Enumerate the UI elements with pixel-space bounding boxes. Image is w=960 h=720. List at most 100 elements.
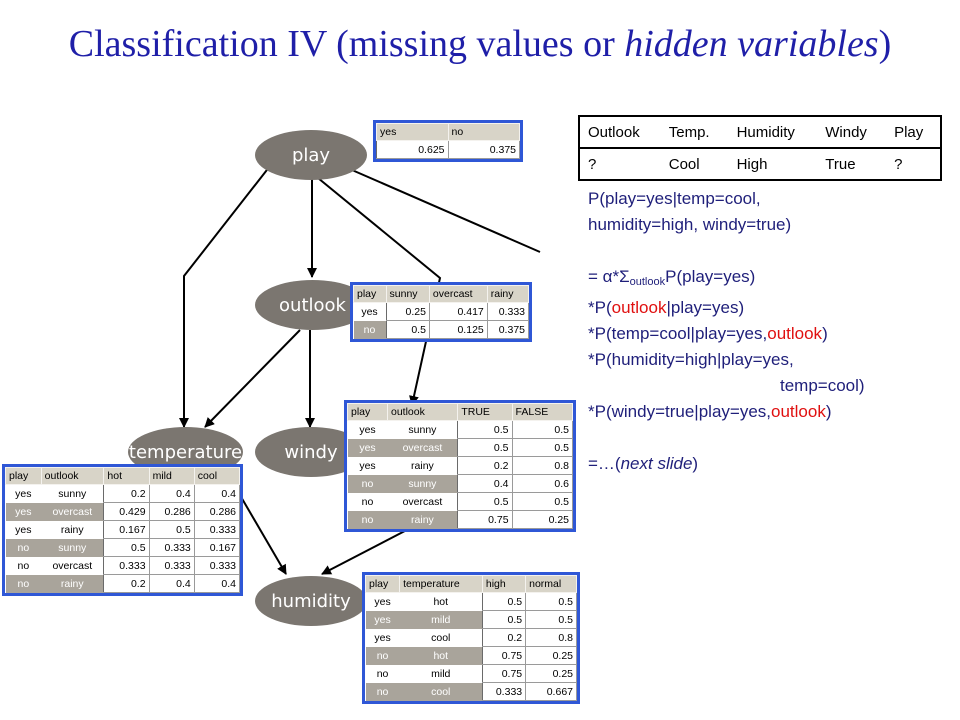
sigma-symbol: Σ [619,267,630,286]
table-row: 0.625 0.375 [376,140,520,159]
cpt-header: yes [376,123,449,141]
cpt-key: yes [365,610,400,629]
cpt-cell: 0.25 [385,302,430,321]
cpt-header: FALSE [511,403,574,421]
formula-text: *P( [588,298,612,317]
cpt-cell: 0.333 [193,520,241,539]
formula-text: =…( [588,454,621,473]
cpt-outlook: play sunny overcast rainy yes 0.25 0.417… [350,282,532,342]
table-row: yes 0.25 0.417 0.333 [354,302,530,321]
node-play: play [255,130,367,180]
cpt-cell: 0.333 [193,556,241,575]
formula-line: *P(windy=true|play=yes,outlook) [588,399,865,425]
cpt-cell: 0.375 [447,140,520,159]
cpt-key: yes [361,305,378,318]
cpt-key: overcast [41,502,104,521]
formula-text: *P(windy=true|play=yes, [588,402,772,421]
cpt-cell: 0.5 [481,610,527,629]
cpt-header: high [481,575,527,593]
cpt-cell: 0.5 [457,492,513,511]
cpt-header: normal [525,575,577,593]
cpt-key: yes [5,502,42,521]
cpt-key: no [5,538,42,557]
cpt-key: no [347,474,388,493]
cpt-header: play [5,467,42,485]
cpt-key: overcast [387,438,458,457]
cpt-cell: 0.5 [457,438,513,457]
cpt-key: cool [431,631,451,644]
edge-outlook-temperature [204,329,301,428]
formula-text: *P(temp=cool|play=yes, [588,324,768,343]
node-play-label: play [291,144,331,166]
cpt-key: hot [433,595,449,608]
cpt-key: yes [359,423,376,436]
formula-spacer [588,238,865,264]
cpt-header: rainy [486,285,530,303]
cpt-cell: 0.4 [148,574,195,593]
cpt-key: yes [15,487,32,500]
cpt-cell: 0.667 [525,682,577,701]
cpt-key: no [365,682,400,701]
cpt-key: overcast [402,495,443,508]
cpt-key: sunny [58,487,87,500]
cpt-cell: 0.429 [103,502,150,521]
formula-line: *P(outlook|play=yes) [588,295,865,321]
cpt-header: outlook [386,403,459,421]
query-header: Windy [817,117,887,149]
cpt-cell: 0.4 [457,474,513,493]
cpt-cell: 0.4 [193,484,241,503]
query-cell: ? [894,155,903,173]
cpt-header: TRUE [457,403,513,421]
cpt-cell: 0.167 [193,538,241,557]
table-row: Outlook Temp. Humidity Windy Play [580,117,940,149]
cpt-cell: 0.5 [385,320,430,339]
cpt-cell: 0.286 [193,502,241,521]
cpt-key: no [365,646,400,665]
cpt-key: rainy [387,510,458,529]
alpha-symbol: α [602,267,613,286]
cpt-cell: 0.2 [103,574,150,593]
cpt-key: hot [399,646,483,665]
cpt-cell: 0.2 [457,456,513,475]
cpt-cell: 0.75 [481,646,527,665]
query-header: Outlook [580,117,661,149]
cpt-header: overcast [428,285,488,303]
sigma-subscript: outlook [629,276,666,288]
cpt-key: rainy [41,574,104,593]
cpt-header: outlook [40,467,105,485]
formula-line: = α*ΣoutlookP(play=yes) [588,264,865,295]
formula-line: temp=cool) [780,376,865,395]
cpt-cell: 0.5 [511,492,574,511]
title-main: Classification IV (missing values or [68,23,625,65]
edge-play-windy [317,177,442,406]
cpt-cell: 0.625 [376,140,449,159]
cpt-cell: 0.5 [525,592,577,611]
cpt-cell: 0.5 [148,520,195,539]
cpt-key: yes [15,523,32,536]
formula-line: *P(temp=cool|play=yes,outlook) [588,321,865,347]
cpt-cell: 0.375 [486,320,530,339]
cpt-cell: 0.417 [428,302,488,321]
node-windy-label: windy [284,441,338,463]
cpt-cell: 0.2 [103,484,150,503]
title-italic: hidden variables [624,23,879,65]
cpt-header: play [353,285,387,303]
cpt-cell: 0.5 [511,438,574,457]
cpt-cell: 0.333 [486,302,530,321]
cpt-cell: 0.5 [481,592,527,611]
cpt-header: play [347,403,388,421]
cpt-cell: 0.286 [148,502,195,521]
formula-prior: P(play=yes) [665,267,756,286]
cpt-key: overcast [52,559,93,572]
slide-title: Classification IV (missing values or hid… [0,22,960,66]
